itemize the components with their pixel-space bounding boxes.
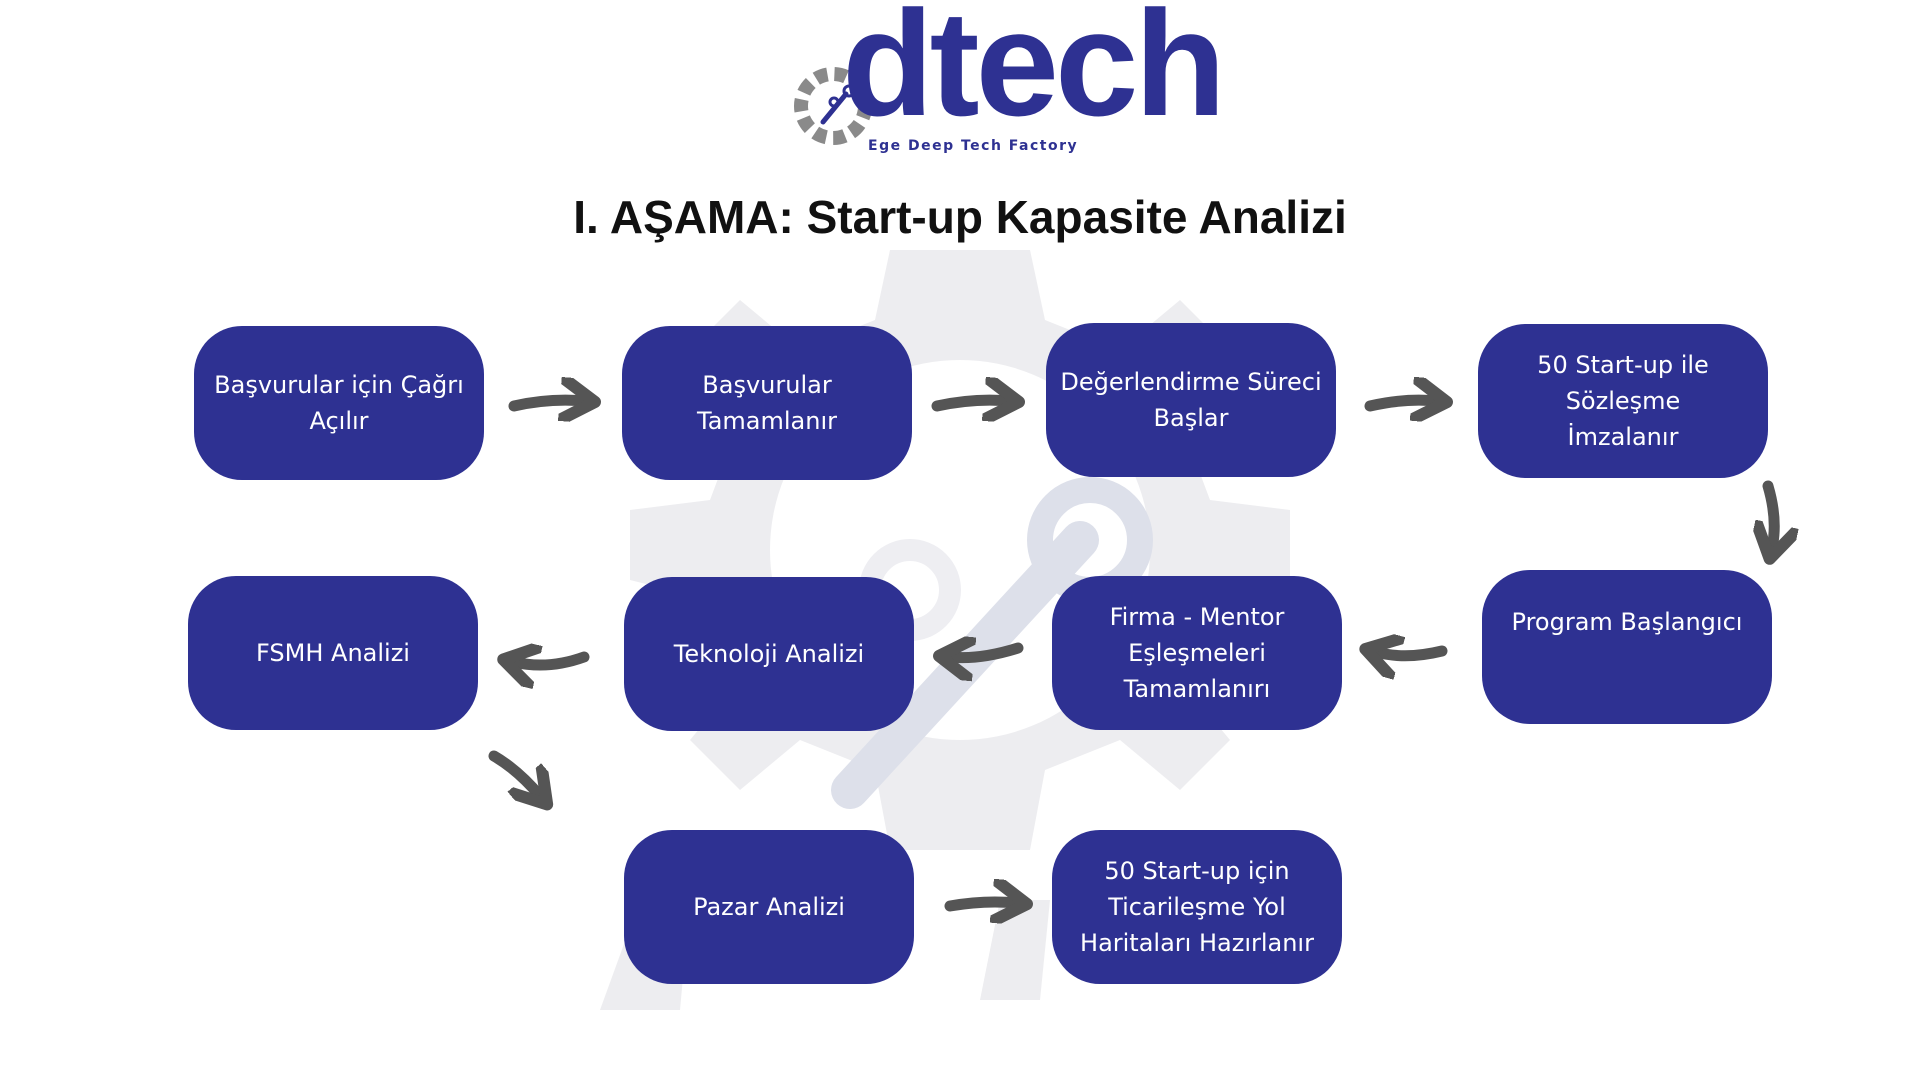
logo-tagline: Ege Deep Tech Factory — [868, 138, 1079, 154]
arrow-right-icon — [944, 902, 1016, 906]
step-box-10: 50 Start-up için Ticarileşme Yol Harital… — [1052, 830, 1342, 984]
arrow-left-icon — [1376, 651, 1448, 656]
arrow-down-icon — [1768, 480, 1774, 548]
arrow-right-icon — [508, 400, 584, 406]
step-box-5: Program Başlangıcı — [1482, 570, 1772, 724]
step-box-9: Pazar Analizi — [624, 830, 914, 984]
step-box-4: 50 Start-up ile Sözleşme İmzalanır — [1478, 324, 1768, 478]
step-box-1: Başvurular için Çağrı Açılır — [194, 326, 484, 480]
logo-wordmark: dtech — [842, 0, 1226, 147]
step-box-2: Başvurular Tamamlanır — [622, 326, 912, 480]
arrow-right-icon — [931, 400, 1008, 406]
step-box-7: Teknoloji Analizi — [624, 577, 914, 731]
step-box-3: Değerlendirme Süreci Başlar — [1046, 323, 1336, 477]
step-box-8: FSMH Analizi — [188, 576, 478, 730]
arrow-right-icon — [1364, 400, 1436, 406]
arrow-down-right-icon — [488, 750, 540, 796]
step-box-6: Firma - Mentor Eşleşmeleri Tamamlanırı — [1052, 576, 1342, 730]
gear-icon — [794, 67, 872, 145]
page-title: I. AŞAMA: Start-up Kapasite Analizi — [573, 191, 1347, 243]
arrow-left-icon — [514, 657, 590, 665]
arrow-left-icon — [950, 648, 1024, 658]
dtech-logo: dtech Ege Deep Tech Factory — [788, 0, 1226, 166]
